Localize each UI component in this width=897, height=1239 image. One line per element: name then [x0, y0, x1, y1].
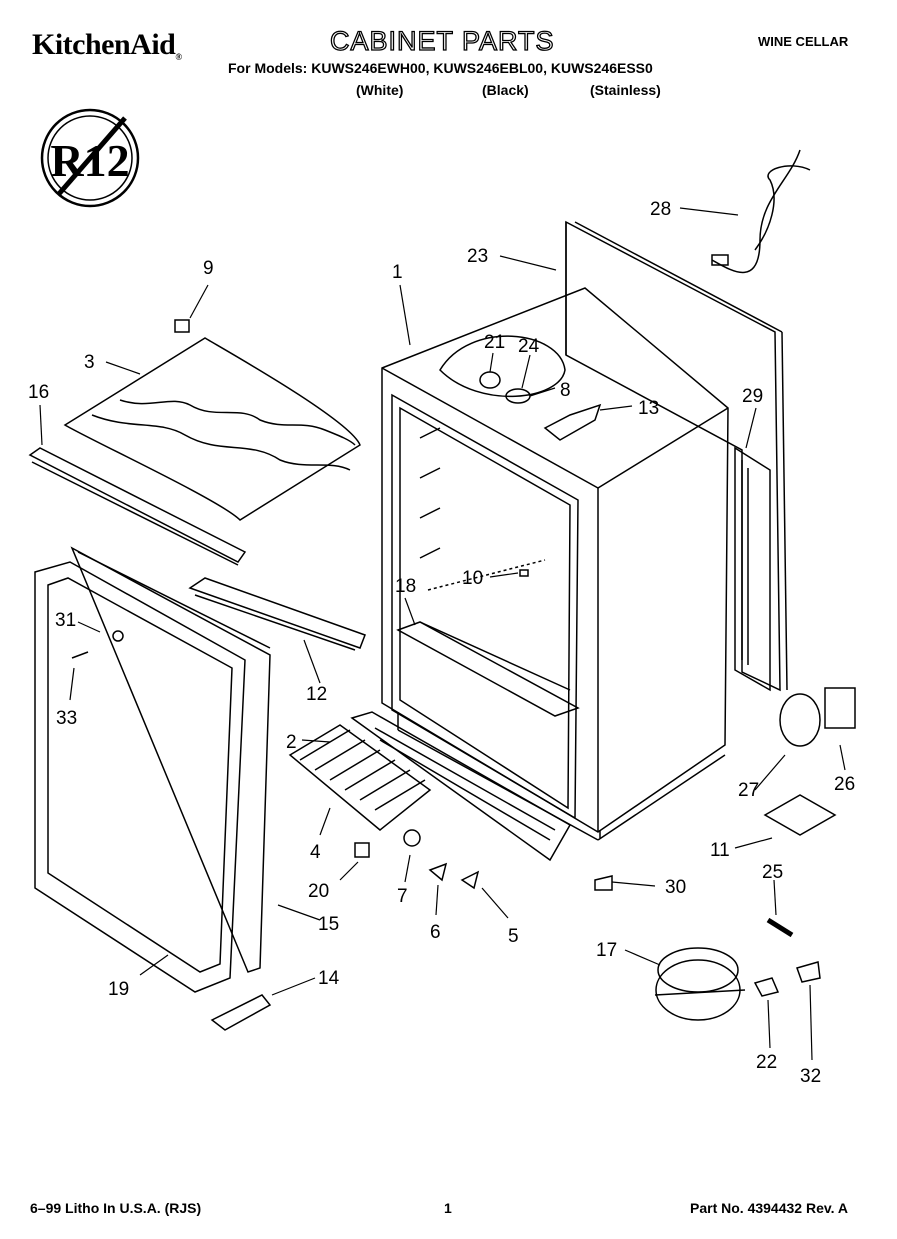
clip	[174, 319, 190, 333]
compressor	[654, 947, 746, 1021]
lock	[112, 630, 124, 642]
top-cover	[63, 337, 361, 521]
evaporator-coil	[288, 724, 432, 831]
variant-black: (Black)	[482, 82, 529, 98]
thermostat-part	[428, 862, 448, 882]
base-grille	[350, 711, 572, 862]
footer-page-number: 1	[444, 1200, 452, 1216]
shelf	[396, 621, 580, 717]
brand-logo: KitchenAid®	[32, 28, 182, 62]
callout-20: 20	[308, 881, 329, 902]
top-hinge	[543, 403, 602, 441]
callout-33: 33	[56, 708, 77, 729]
callout-19: 19	[108, 979, 129, 1000]
callout-labels: 1 2 3 4 5 6 7 8 9 10 11 12 13 14 15 16 1…	[28, 199, 855, 1087]
condenser	[734, 446, 771, 692]
door-assembly	[34, 546, 271, 993]
no-r12-refrigerant-icon: R12	[40, 108, 140, 208]
relay	[753, 977, 780, 997]
callout-18: 18	[395, 576, 416, 597]
callout-4: 4	[310, 842, 321, 863]
callout-30: 30	[665, 877, 686, 898]
callout-29: 29	[742, 386, 763, 407]
leader-lines	[39, 207, 846, 1061]
shelf-peg	[519, 569, 529, 577]
capillary-tube	[766, 917, 794, 938]
callout-6: 6	[430, 922, 441, 943]
callout-7: 7	[397, 886, 408, 907]
callout-3: 3	[84, 352, 95, 373]
callout-23: 23	[467, 246, 488, 267]
callout-11: 11	[710, 840, 730, 861]
knob	[403, 829, 421, 847]
bottom-hinge	[210, 994, 272, 1031]
leveling-leg	[594, 875, 613, 891]
bracket	[188, 577, 366, 649]
callout-15: 15	[318, 914, 339, 935]
callout-10: 10	[462, 568, 483, 589]
power-cord	[711, 149, 811, 274]
rear-panel	[565, 220, 788, 692]
callout-5: 5	[508, 926, 519, 947]
callout-26: 26	[834, 774, 855, 795]
front-trim	[28, 447, 247, 563]
callout-2: 2	[286, 732, 297, 753]
models-line: For Models: KUWS246EWH00, KUWS246EBL00, …	[228, 60, 653, 76]
switch	[354, 842, 370, 858]
callout-12: 12	[306, 684, 327, 705]
callout-32: 32	[800, 1066, 821, 1087]
callout-9: 9	[203, 258, 214, 279]
sensor-part	[460, 870, 480, 890]
overload	[796, 961, 821, 983]
cabinet-body	[381, 287, 729, 841]
callout-13: 13	[638, 398, 659, 419]
light-socket	[479, 371, 501, 389]
callout-16: 16	[28, 382, 49, 403]
product-type: WINE CELLAR	[758, 34, 849, 49]
footer-part-number: Part No. 4394432 Rev. A	[690, 1200, 848, 1216]
callout-17: 17	[596, 940, 617, 961]
variant-white: (White)	[356, 82, 404, 98]
callout-21: 21	[484, 332, 505, 353]
callout-27: 27	[738, 780, 759, 801]
fan-blade	[779, 693, 821, 747]
callout-14: 14	[318, 968, 340, 989]
footer-litho: 6–99 Litho In U.S.A. (RJS)	[30, 1200, 202, 1216]
page-title: CABINET PARTS	[329, 25, 555, 56]
callout-8: 8	[560, 380, 571, 401]
callout-1: 1	[392, 262, 403, 283]
callout-22: 22	[756, 1052, 777, 1073]
fan-motor	[824, 687, 856, 729]
key	[71, 651, 89, 659]
callout-25: 25	[762, 862, 783, 883]
drain-pan	[763, 794, 837, 836]
variant-stainless: (Stainless)	[590, 82, 661, 98]
callout-28: 28	[650, 199, 671, 220]
callout-24: 24	[518, 336, 540, 357]
callout-31: 31	[55, 610, 76, 631]
